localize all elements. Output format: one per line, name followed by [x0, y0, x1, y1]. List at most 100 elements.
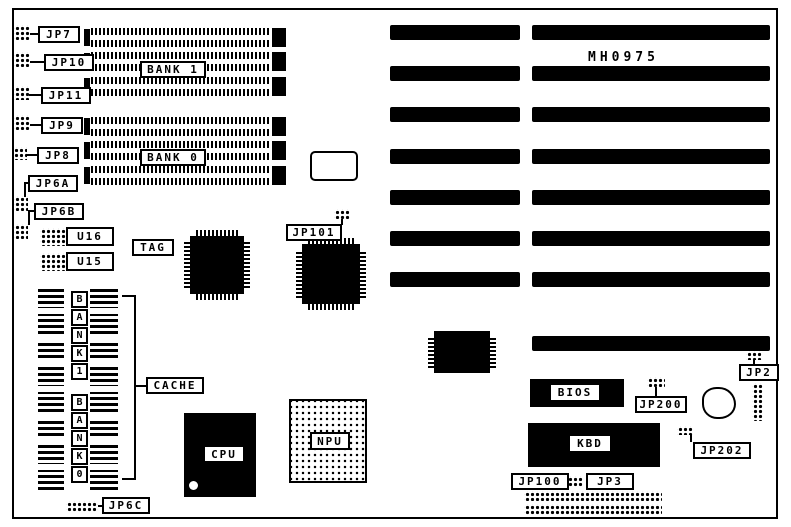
jumper-label-jp8: JP8 — [37, 147, 79, 164]
bios-label: BIOS — [549, 383, 601, 402]
jumper-label-jp100: JP100 — [511, 473, 569, 490]
jp6b-pin-header — [14, 224, 28, 239]
cache-bank1-letter: A — [71, 309, 88, 326]
jumper-label-jp6a: JP6A — [28, 175, 78, 192]
jumper-label-jp3: JP3 — [586, 473, 634, 490]
jp2-pin-strip — [752, 383, 763, 421]
isa-slot-long-7 — [532, 272, 770, 287]
cache-label: CACHE — [146, 377, 204, 394]
simm-contacts — [91, 28, 270, 35]
isa-slot-short-5 — [390, 190, 520, 205]
jp200-lead-line — [655, 387, 657, 396]
cache-brace-line — [134, 295, 136, 480]
jp202-pin-header — [677, 426, 693, 435]
jp9-pin-header — [14, 115, 30, 130]
isa-slot-short-7 — [390, 272, 520, 287]
jp6a-lead-line-v — [24, 182, 26, 197]
board-outline — [12, 8, 778, 519]
jumper-label-jp101: JP101 — [286, 224, 342, 241]
jumper-label-jp7: JP7 — [38, 26, 80, 43]
bank0-label: BANK 0 — [140, 149, 206, 166]
simm-contacts — [91, 178, 270, 185]
jumper-label-jp11: JP11 — [41, 87, 91, 104]
soj-pins-left — [428, 336, 434, 368]
simm-right-latch — [272, 28, 286, 47]
simm-left-latch — [84, 78, 90, 95]
isa-slot-long-2 — [532, 66, 770, 81]
cache-bank0-letter: N — [71, 430, 88, 447]
jumper-label-jp9: JP9 — [41, 117, 83, 134]
qfp1-pins-bottom — [196, 294, 238, 300]
soj-pins-right — [490, 336, 496, 368]
isa-slot-short-4 — [390, 149, 520, 164]
simm-left-latch — [84, 29, 90, 46]
board-part-number: MH0975 — [588, 50, 659, 65]
cache-bank0-letter: 0 — [71, 466, 88, 483]
simm-left-latch — [84, 167, 90, 184]
simm-contacts — [91, 40, 270, 47]
jp11-lead-line — [29, 94, 41, 96]
jp10-lead-line — [30, 61, 44, 63]
npu-label: NPU — [310, 432, 350, 450]
jp8-pin-header — [13, 147, 27, 160]
qfp-chip-2 — [302, 244, 360, 304]
chip-label-u15: U15 — [66, 252, 114, 271]
bottom-pin-header-row2 — [524, 504, 662, 515]
cache-bank1-letter: N — [71, 327, 88, 344]
simm-socket-bank0-row3 — [84, 166, 286, 185]
jp6c-lead-line — [98, 505, 102, 507]
jp7-lead-line — [30, 33, 38, 35]
cache-brace-bottom-stub — [122, 478, 134, 480]
cache-dip-column-right — [90, 284, 118, 490]
u16-socket-pins — [40, 228, 68, 246]
jp3-pin-header — [567, 476, 583, 487]
cache-brace-top-stub — [122, 295, 134, 297]
qfp1-pins-top — [196, 230, 238, 236]
isa-slot-short-6 — [390, 231, 520, 246]
cpu-pin1-dot — [189, 481, 198, 490]
jumper-label-jp2: JP2 — [739, 364, 779, 381]
jumper-label-jp6c: JP6C — [102, 497, 150, 514]
jp6b-lead-line-v — [28, 210, 30, 225]
simm-right-latch — [272, 77, 286, 96]
simm-socket-bank1-row3 — [84, 77, 286, 96]
qfp2-pins-bottom — [308, 304, 354, 310]
simm-left-latch — [84, 142, 90, 159]
u15-socket-pins — [40, 253, 68, 271]
jp101-lead-line — [341, 219, 343, 225]
qfp2-pins-right — [360, 250, 366, 298]
isa-slot-long-8 — [532, 336, 770, 351]
jumper-label-jp200: JP200 — [635, 396, 687, 413]
soj-chip — [434, 331, 490, 373]
jp202-lead-line — [690, 435, 692, 442]
qfp-chip-1 — [190, 236, 244, 294]
empty-socket-outline — [310, 151, 358, 181]
jp6b-lead-line-h — [28, 210, 34, 212]
cache-bank0-letter: A — [71, 412, 88, 429]
cpu-label: CPU — [203, 445, 245, 463]
simm-contacts — [91, 141, 270, 148]
jp2-lead-line — [753, 360, 755, 364]
simm-left-latch — [84, 118, 90, 135]
cache-dip-column-left — [38, 284, 64, 490]
bank1-label: BANK 1 — [140, 61, 206, 78]
simm-right-latch — [272, 117, 286, 136]
kbd-label: KBD — [568, 434, 612, 453]
qfp2-pins-top — [308, 238, 354, 244]
simm-socket-bank0-row1 — [84, 117, 286, 136]
qfp2-pins-left — [296, 250, 302, 298]
simm-contacts — [91, 52, 270, 59]
jp2-pin-header — [746, 351, 762, 360]
cache-bank1-letter: 1 — [71, 363, 88, 380]
cache-brace-mid-stub — [136, 385, 146, 387]
tag-label: TAG — [132, 239, 174, 256]
jp7-pin-header — [14, 25, 30, 40]
cache-bank1-letter: B — [71, 291, 88, 308]
bottom-pin-header-row1 — [524, 491, 662, 501]
cache-bank0-letter: K — [71, 448, 88, 465]
jp6a-lead-line-h — [24, 182, 30, 184]
jp200-pin-header — [647, 377, 665, 387]
jumper-label-jp202: JP202 — [693, 442, 751, 459]
isa-slot-long-5 — [532, 190, 770, 205]
jp8-lead-line — [27, 154, 37, 156]
